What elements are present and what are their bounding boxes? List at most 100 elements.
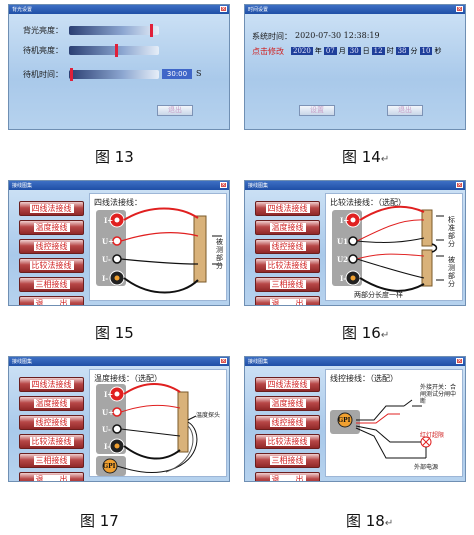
gpi-label: GPI bbox=[103, 463, 116, 470]
close-icon[interactable]: × bbox=[220, 6, 227, 12]
fig18-titlebar: 接线图集 × bbox=[245, 357, 465, 366]
label-i-plus: I+ bbox=[104, 216, 114, 225]
menu-exit[interactable]: 退 出 bbox=[255, 296, 320, 305]
menu-comparison[interactable]: 比较法接线 bbox=[19, 434, 84, 449]
year-field[interactable]: 2020 bbox=[291, 47, 313, 55]
menu-wire-control[interactable]: 线控接线 bbox=[19, 415, 84, 430]
menu-three-phase[interactable]: 三相接线 bbox=[255, 453, 320, 468]
backlight-slider[interactable] bbox=[69, 24, 159, 37]
fig15-titlebar: 接线图集 × bbox=[9, 181, 229, 190]
fig16-window: 接线图集 × 四线法接线 温度接线 线控接线 比较法接线 三相接线 退 出 比较… bbox=[244, 180, 466, 306]
menu-temperature[interactable]: 温度接线 bbox=[255, 396, 320, 411]
menu-three-phase[interactable]: 三相接线 bbox=[19, 277, 84, 292]
menu-four-wire[interactable]: 四线法接线 bbox=[19, 377, 84, 392]
label-u1: U1 bbox=[337, 237, 348, 246]
fig16-caption: 图 16↵ bbox=[342, 324, 390, 342]
exit-button[interactable]: 退出 bbox=[157, 105, 193, 116]
gpi-port bbox=[337, 412, 353, 428]
label-i-plus: I+ bbox=[104, 390, 114, 399]
exit-button[interactable]: 退出 bbox=[387, 105, 423, 116]
menu-four-wire[interactable]: 四线法接线 bbox=[255, 377, 320, 392]
close-icon[interactable]: × bbox=[456, 182, 463, 188]
standby-brightness-slider-thumb[interactable] bbox=[115, 44, 119, 57]
label-u2: U2 bbox=[337, 255, 348, 264]
close-icon[interactable]: × bbox=[220, 182, 227, 188]
menu-exit[interactable]: 退 出 bbox=[19, 296, 84, 305]
menu-exit[interactable]: 退 出 bbox=[255, 472, 320, 481]
terminal-u-minus bbox=[112, 254, 122, 264]
minute-field[interactable]: 38 bbox=[395, 47, 409, 55]
fig17-caption: 图 17 bbox=[80, 512, 119, 530]
system-time-label: 系统时间： bbox=[252, 32, 292, 41]
fig14-window-title: 时间设置 bbox=[248, 7, 269, 13]
terminal-u-plus bbox=[112, 407, 122, 417]
close-icon[interactable]: × bbox=[220, 358, 227, 364]
standby-time-unit: S bbox=[196, 69, 202, 78]
wiring-diagram-area: 四线法接线： I+ U+ U- I- 被测部分 bbox=[89, 193, 227, 301]
menu-comparison[interactable]: 比较法接线 bbox=[255, 258, 320, 273]
standby-time-slider[interactable] bbox=[69, 68, 159, 81]
wiring-diagram bbox=[330, 399, 432, 459]
menu-four-wire[interactable]: 四线法接线 bbox=[255, 201, 320, 216]
fig15-window-title: 接线图集 bbox=[12, 183, 33, 189]
fig17-window-title: 接线图集 bbox=[12, 359, 33, 365]
system-time-value: 2020-07-30 12:38:19 bbox=[295, 31, 380, 40]
menu-comparison[interactable]: 比较法接线 bbox=[19, 258, 84, 273]
click-to-modify-label: 点击修改 bbox=[252, 47, 284, 56]
external-switch-label: 外接开关：合闸测试分闸中断 bbox=[420, 384, 457, 405]
label-u-plus: U+ bbox=[102, 237, 114, 246]
close-icon[interactable]: × bbox=[456, 358, 463, 364]
menu-three-phase[interactable]: 三相接线 bbox=[255, 277, 320, 292]
label-u-minus: U- bbox=[102, 425, 111, 434]
second-field[interactable]: 10 bbox=[419, 47, 433, 55]
fig18-window: 接线图集 × 四线法接线 温度接线 线控接线 比较法接线 三相接线 退 出 线控… bbox=[244, 356, 466, 482]
menu-wire-control[interactable]: 线控接线 bbox=[19, 239, 84, 254]
tested-part-label: 被测部分 bbox=[448, 256, 455, 288]
fig17-window: 接线图集 × 四线法接线 温度接线 线控接线 比较法接线 三相接线 退 出 温度… bbox=[8, 356, 230, 482]
menu-temperature[interactable]: 温度接线 bbox=[255, 220, 320, 235]
fig13-caption: 图 13 bbox=[95, 148, 134, 166]
menu-four-wire[interactable]: 四线法接线 bbox=[19, 201, 84, 216]
wiring-menu: 四线法接线 温度接线 线控接线 比较法接线 三相接线 退 出 bbox=[19, 201, 84, 305]
hour-field[interactable]: 12 bbox=[371, 47, 385, 55]
standby-brightness-slider[interactable] bbox=[69, 44, 159, 57]
terminal-block bbox=[96, 210, 126, 286]
month-field[interactable]: 07 bbox=[323, 47, 337, 55]
menu-wire-control[interactable]: 线控接线 bbox=[255, 239, 320, 254]
terminal-u1 bbox=[348, 236, 358, 246]
backlight-label: 背光亮度： bbox=[23, 26, 63, 35]
temperature-probe-label: 温度探头 bbox=[196, 412, 221, 419]
tested-sample bbox=[421, 249, 433, 287]
fig15-window: 接线图集 × 四线法接线 温度接线 线控接线 比较法接线 三相接线 退 出 四线… bbox=[8, 180, 230, 306]
day-field[interactable]: 30 bbox=[347, 47, 361, 55]
standby-time-label: 待机时间： bbox=[23, 70, 63, 79]
terminal-u-plus bbox=[112, 236, 122, 246]
standby-time-slider-thumb[interactable] bbox=[69, 68, 73, 81]
menu-temperature[interactable]: 温度接线 bbox=[19, 396, 84, 411]
menu-wire-control[interactable]: 线控接线 bbox=[255, 415, 320, 430]
fig13-titlebar: 背光设置 × bbox=[9, 5, 229, 14]
menu-temperature[interactable]: 温度接线 bbox=[19, 220, 84, 235]
diagram-heading: 线控接线：（选配） bbox=[330, 374, 398, 383]
fig17-titlebar: 接线图集 × bbox=[9, 357, 229, 366]
menu-comparison[interactable]: 比较法接线 bbox=[255, 434, 320, 449]
standby-time-value[interactable]: 30:00 bbox=[162, 69, 192, 79]
gpi-label: GPI bbox=[338, 417, 351, 424]
menu-three-phase[interactable]: 三相接线 bbox=[19, 453, 84, 468]
label-u-plus: U+ bbox=[102, 408, 114, 417]
fig14-titlebar: 时间设置 × bbox=[245, 5, 465, 14]
switch-contact bbox=[403, 399, 413, 407]
backlight-slider-thumb[interactable] bbox=[149, 24, 153, 37]
terminal-u2 bbox=[348, 254, 358, 264]
wiring-menu: 四线法接线 温度接线 线控接线 比较法接线 三相接线 退 出 bbox=[255, 201, 320, 305]
wiring-menu: 四线法接线 温度接线 线控接线 比较法接线 三相接线 退 出 bbox=[255, 377, 320, 481]
set-button[interactable]: 设置 bbox=[299, 105, 335, 116]
test-sample bbox=[193, 215, 207, 283]
fig13-window: 背光设置 × 背光亮度： 待机亮度： 待机时间： 30:00 S 退出 bbox=[8, 4, 230, 130]
wiring-diagram-area: 线控接线：（选配） GPI 外接开关：合闸测试分闸中断 红灯超限 外部电源 bbox=[325, 369, 463, 477]
close-icon[interactable]: × bbox=[456, 6, 463, 12]
menu-exit[interactable]: 退 出 bbox=[19, 472, 84, 481]
fig14-window: 时间设置 × 系统时间： 2020-07-30 12:38:19 点击修改 20… bbox=[244, 4, 466, 130]
fig16-titlebar: 接线图集 × bbox=[245, 181, 465, 190]
